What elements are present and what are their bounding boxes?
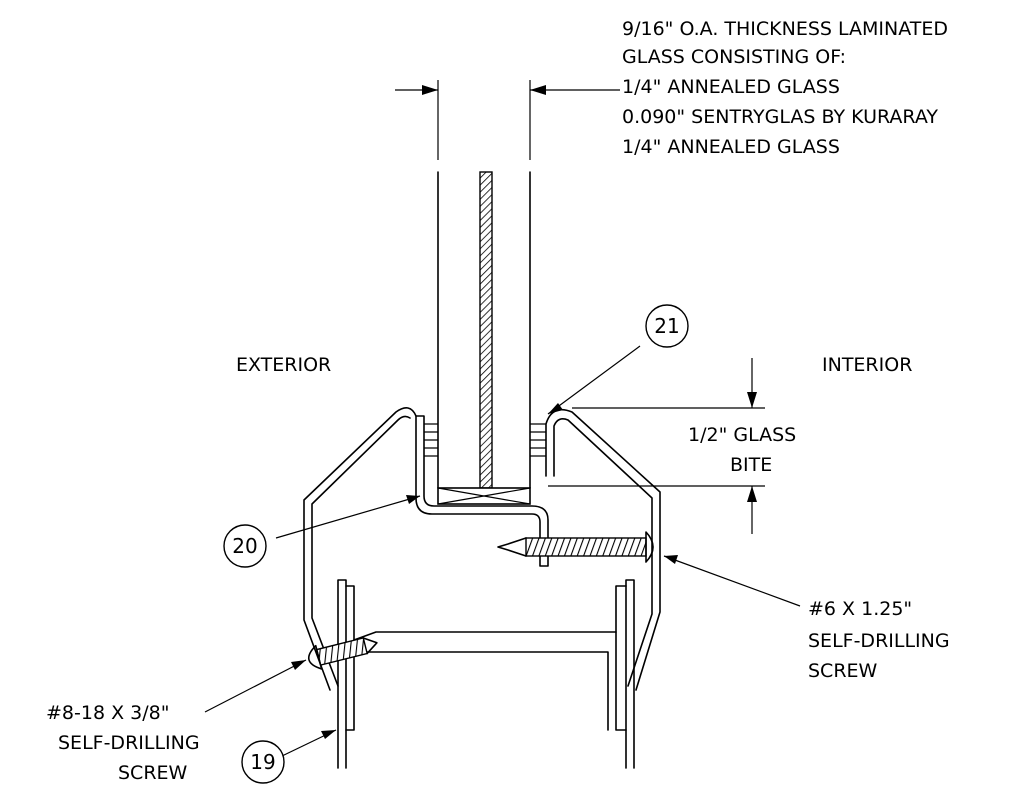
support-tube	[353, 631, 617, 731]
screw-8-self-drilling	[308, 637, 378, 670]
screw8-label-line-1: #8-18 X 3/8"	[46, 702, 170, 724]
glass-note-line-3: 1/4" ANNEALED GLASS	[622, 76, 840, 98]
exterior-label: EXTERIOR	[236, 354, 332, 376]
glass-note-line-1: 9/16" O.A. THICKNESS LAMINATED	[622, 18, 949, 40]
glass-thickness-dimension	[395, 80, 620, 160]
svg-text:20: 20	[232, 534, 257, 558]
rail-posts	[337, 579, 635, 769]
screw8-label-line-2: SELF-DRILLING	[58, 732, 200, 754]
glass-note-line-2: GLASS CONSISTING OF:	[622, 46, 847, 68]
glass-note-line-5: 1/4" ANNEALED GLASS	[622, 136, 840, 158]
glass-bite-dimension	[548, 358, 765, 534]
glazing-channel	[415, 415, 549, 567]
glass-note-line-4: 0.090" SENTRYGLAS BY KURARAY	[622, 106, 938, 128]
interior-label: INTERIOR	[822, 354, 913, 376]
screw6-label-line-3: SCREW	[808, 660, 878, 682]
screw6-label-line-1: #6 X 1.25"	[808, 598, 913, 620]
callout-21: 21	[645, 304, 689, 348]
callout-19: 19	[241, 740, 285, 784]
setting-block	[437, 487, 531, 505]
screw8-label-line-3: SCREW	[118, 762, 188, 784]
leader-lines	[204, 345, 801, 757]
callout-20: 20	[223, 524, 267, 568]
svg-text:19: 19	[250, 750, 275, 774]
glazing-gaskets	[424, 423, 546, 457]
glass-bite-label-line-2: BITE	[730, 454, 773, 476]
svg-text:21: 21	[654, 314, 679, 338]
screw6-label-line-2: SELF-DRILLING	[808, 630, 950, 652]
laminated-glass	[437, 171, 531, 489]
screw-6-self-drilling	[497, 531, 654, 563]
glass-bite-label-line-1: 1/2" GLASS	[688, 424, 797, 446]
